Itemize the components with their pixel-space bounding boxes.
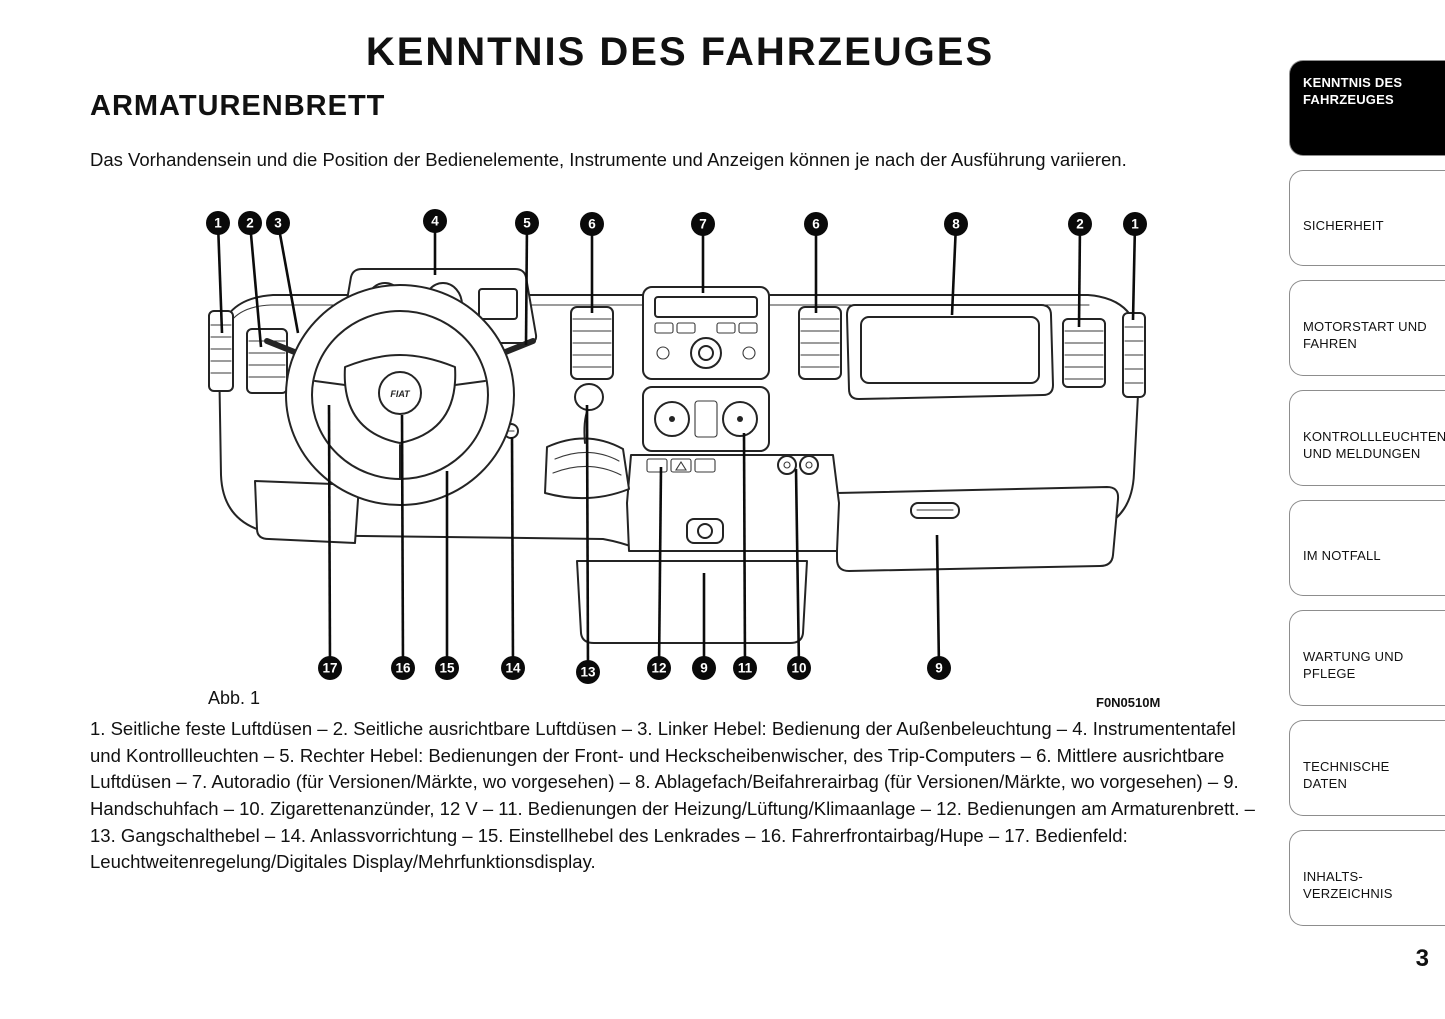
callout-3: 3 bbox=[266, 211, 300, 334]
callout-5: 5 bbox=[515, 211, 539, 346]
climate-controls bbox=[642, 386, 770, 452]
sidebar-tab-kontrollleuchten-und-meldungen[interactable]: KONTROLLLEUCHTEN UND MELDUNGEN bbox=[1289, 390, 1445, 486]
sidebar-tab-label: TECHNISCHE DATEN bbox=[1303, 759, 1390, 791]
section-heading: ARMATURENBRETT bbox=[90, 90, 386, 122]
svg-text:5: 5 bbox=[523, 216, 531, 231]
steering-wheel: FIAT bbox=[285, 284, 515, 506]
callout-14: 14 bbox=[501, 436, 525, 680]
callout-1: 1 bbox=[1123, 212, 1147, 321]
svg-text:14: 14 bbox=[505, 661, 521, 676]
figure-legend: 1. Seitliche feste Luftdüsen – 2. Seitli… bbox=[90, 718, 1255, 873]
figure-caption: Abb. 1 bbox=[208, 688, 261, 708]
svg-text:1: 1 bbox=[1131, 217, 1139, 232]
svg-text:2: 2 bbox=[246, 216, 254, 231]
svg-text:8: 8 bbox=[952, 217, 960, 232]
callout-17: 17 bbox=[318, 404, 342, 680]
page-title: KENNTNIS DES FAHRZEUGES bbox=[365, 30, 995, 74]
svg-text:3: 3 bbox=[274, 216, 282, 231]
svg-text:6: 6 bbox=[812, 217, 820, 232]
passenger-shelf bbox=[846, 304, 1054, 400]
callout-8: 8 bbox=[944, 212, 968, 316]
sidebar-tab-label: SICHERHEIT bbox=[1303, 217, 1384, 233]
car-radio bbox=[642, 286, 770, 380]
sidebar-tabs: KENNTNIS DES FAHRZEUGES SICHERHEIT MOTORST… bbox=[1289, 60, 1445, 926]
sidebar-tab-label: IM NOTFALL bbox=[1303, 547, 1381, 563]
svg-text:6: 6 bbox=[588, 217, 596, 232]
glovebox bbox=[836, 486, 1120, 572]
callout-13: 13 bbox=[576, 404, 600, 684]
side-vents-right bbox=[1062, 312, 1146, 398]
callout-12: 12 bbox=[647, 466, 671, 680]
sidebar-tab-technische-daten[interactable]: TECHNISCHE DATEN bbox=[1289, 720, 1445, 816]
page-number: 3 bbox=[1415, 945, 1429, 972]
intro-text: Das Vorhandensein und die Position der B… bbox=[90, 149, 1127, 170]
callout-7: 7 bbox=[691, 212, 715, 293]
fiat-logo-text: FIAT bbox=[390, 389, 411, 399]
callout-9: 9 bbox=[692, 573, 716, 680]
svg-text:11: 11 bbox=[738, 661, 753, 676]
center-console bbox=[576, 454, 840, 644]
sidebar-tab-sicherheit[interactable]: SICHERHEIT bbox=[1289, 170, 1445, 266]
sidebar-tab-label: MOTORSTART UND FAHREN bbox=[1303, 319, 1427, 351]
sidebar-tab-label: WARTUNG UND PFLEGE bbox=[1303, 649, 1404, 681]
callout-2: 2 bbox=[238, 211, 263, 348]
svg-text:9: 9 bbox=[935, 661, 943, 676]
callout-10: 10 bbox=[787, 468, 811, 680]
callout-2: 2 bbox=[1068, 212, 1092, 328]
sidebar-tab-wartung-und-pflege[interactable]: WARTUNG UND PFLEGE bbox=[1289, 610, 1445, 706]
svg-text:16: 16 bbox=[395, 661, 411, 676]
callout-9: 9 bbox=[927, 534, 951, 680]
svg-text:13: 13 bbox=[580, 665, 596, 680]
callout-15: 15 bbox=[435, 471, 459, 680]
svg-text:15: 15 bbox=[439, 661, 455, 676]
fiat-logo bbox=[378, 371, 422, 415]
callout-6: 6 bbox=[580, 212, 604, 313]
svg-text:4: 4 bbox=[431, 214, 439, 229]
svg-text:17: 17 bbox=[322, 661, 337, 676]
sidebar-tab-motorstart-und-fahren[interactable]: MOTORSTART UND FAHREN bbox=[1289, 280, 1445, 376]
sidebar-tab-im-notfall[interactable]: IM NOTFALL bbox=[1289, 500, 1445, 596]
sidebar-tab-inhalts-verzeichnis[interactable]: INHALTS-VERZEICHNIS bbox=[1289, 830, 1445, 926]
svg-text:1: 1 bbox=[214, 216, 222, 231]
figure-code: F0N0510M bbox=[1096, 695, 1161, 710]
callout-4: 4 bbox=[423, 209, 447, 275]
callout-11: 11 bbox=[733, 432, 757, 680]
svg-text:9: 9 bbox=[700, 661, 708, 676]
callout-16: 16 bbox=[391, 414, 415, 680]
svg-text:2: 2 bbox=[1076, 217, 1084, 232]
callout-1: 1 bbox=[206, 211, 230, 334]
sidebar-tab-kenntnis-des-fahrzeuges[interactable]: KENNTNIS DES FAHRZEUGES bbox=[1289, 60, 1445, 156]
svg-text:12: 12 bbox=[651, 661, 666, 676]
callout-6: 6 bbox=[804, 212, 828, 313]
sidebar-tab-label: KENNTNIS DES FAHRZEUGES bbox=[1303, 75, 1403, 107]
sidebar-tab-label: INHALTS-VERZEICHNIS bbox=[1303, 869, 1393, 901]
svg-text:7: 7 bbox=[699, 217, 707, 232]
sidebar-tab-label: KONTROLLLEUCHTEN UND MELDUNGEN bbox=[1303, 429, 1445, 461]
svg-text:10: 10 bbox=[791, 661, 806, 676]
